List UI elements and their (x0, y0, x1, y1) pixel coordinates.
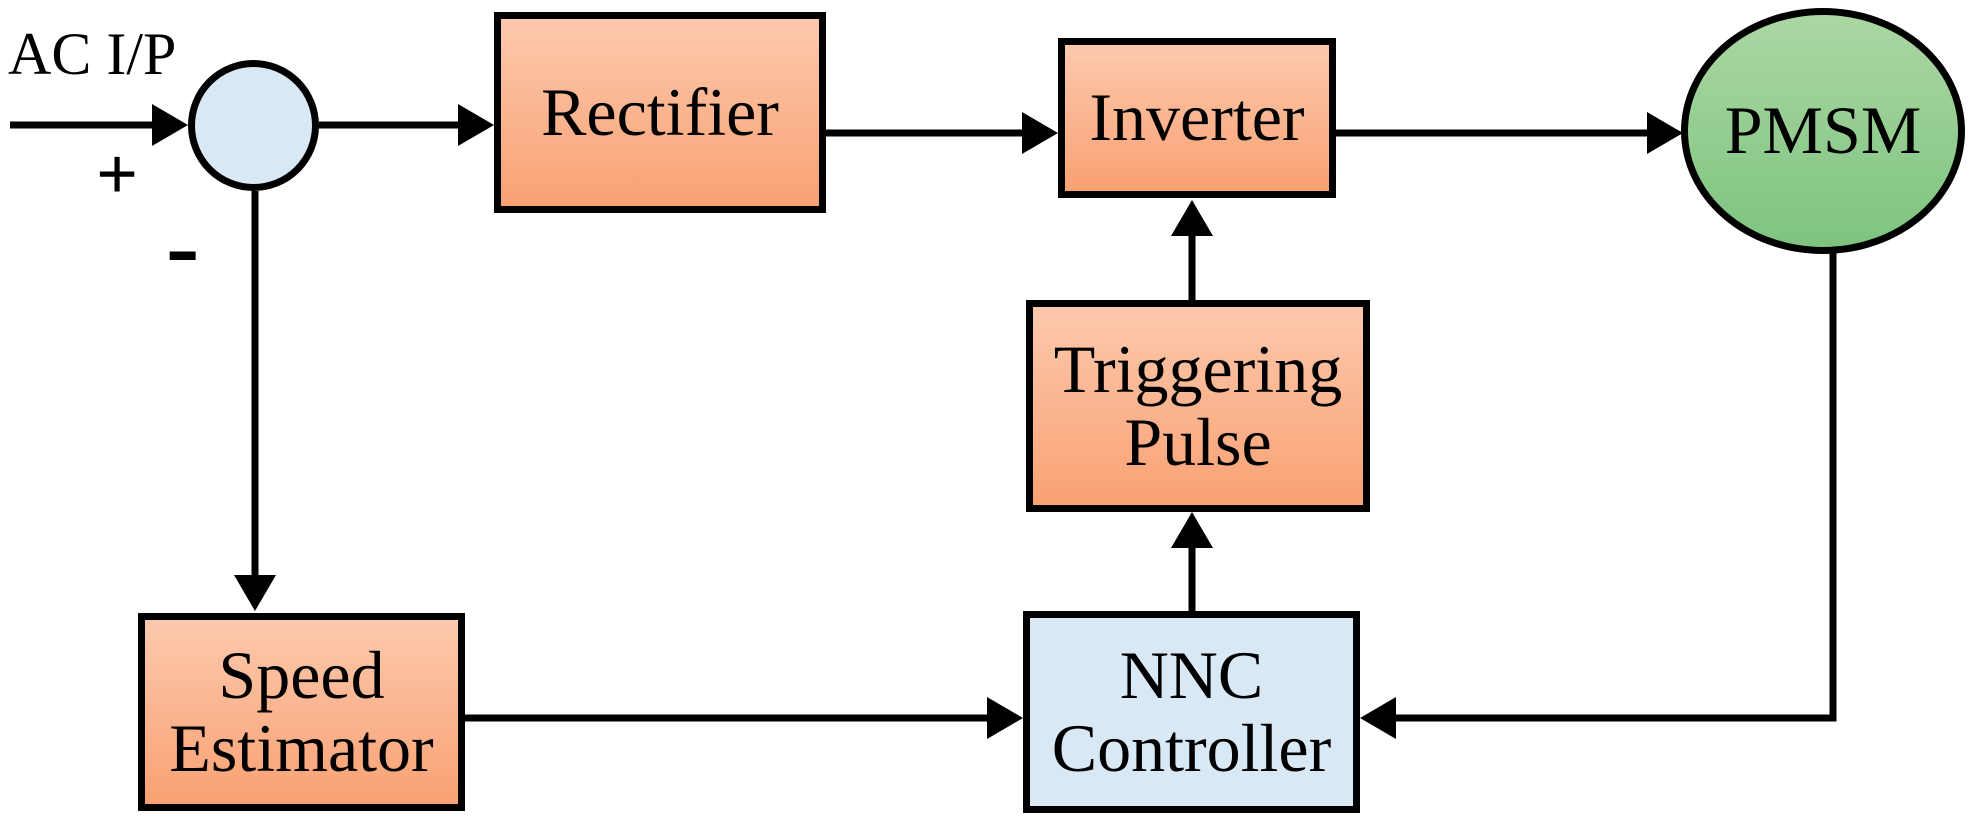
triggering-pulse-label-line2: Pulse (1124, 404, 1272, 480)
ac-input-label: AC I/P (8, 21, 177, 87)
speed-estimator-label-line2: Estimator (169, 710, 434, 786)
arrowhead-icon (1171, 200, 1213, 236)
arrowhead-icon (152, 104, 188, 146)
connector-ac-to-summing-junction (10, 104, 188, 146)
arrowhead-icon (458, 104, 494, 146)
connector-summing-junction-to-speed-estimator (234, 191, 276, 611)
nnc-controller-label-line1: NNC (1119, 636, 1264, 713)
nnc-controller-label-line2: Controller (1051, 710, 1332, 786)
summing-junction (188, 60, 319, 191)
speed-estimator-label-line1: Speed (218, 636, 385, 713)
arrowhead-icon (1647, 112, 1683, 154)
rectifier-block: Rectifier (494, 12, 826, 213)
connector-inverter-to-pmsm (1336, 112, 1683, 154)
triggering-pulse-label-line1: Triggering (1053, 330, 1343, 407)
pmsm-label: PMSM (1724, 92, 1922, 169)
connector-rectifier-to-inverter (826, 112, 1058, 154)
minus-sign-label: - (166, 190, 200, 301)
connector-speed-estimator-to-nnc (465, 697, 1023, 739)
connector-pmsm-feedback-to-nnc (1360, 250, 1837, 739)
speed-estimator-block: Speed Estimator (138, 613, 465, 811)
arrowhead-icon (1360, 697, 1396, 739)
connector-nnc-to-triggering-pulse (1171, 512, 1213, 611)
nnc-controller-block: NNC Controller (1023, 611, 1360, 813)
arrowhead-icon (1022, 112, 1058, 154)
inverter-label: Inverter (1089, 79, 1305, 156)
arrowhead-icon (987, 697, 1023, 739)
pmsm-block: PMSM (1681, 8, 1965, 254)
arrowhead-icon (234, 575, 276, 611)
triggering-pulse-block: Triggering Pulse (1026, 300, 1370, 512)
rectifier-label: Rectifier (541, 73, 779, 150)
connector-summing-junction-to-rectifier (319, 104, 494, 146)
arrowhead-icon (1171, 512, 1213, 548)
plus-sign-label: + (96, 134, 139, 216)
inverter-block: Inverter (1058, 38, 1336, 198)
connector-triggering-pulse-to-inverter (1171, 200, 1213, 300)
